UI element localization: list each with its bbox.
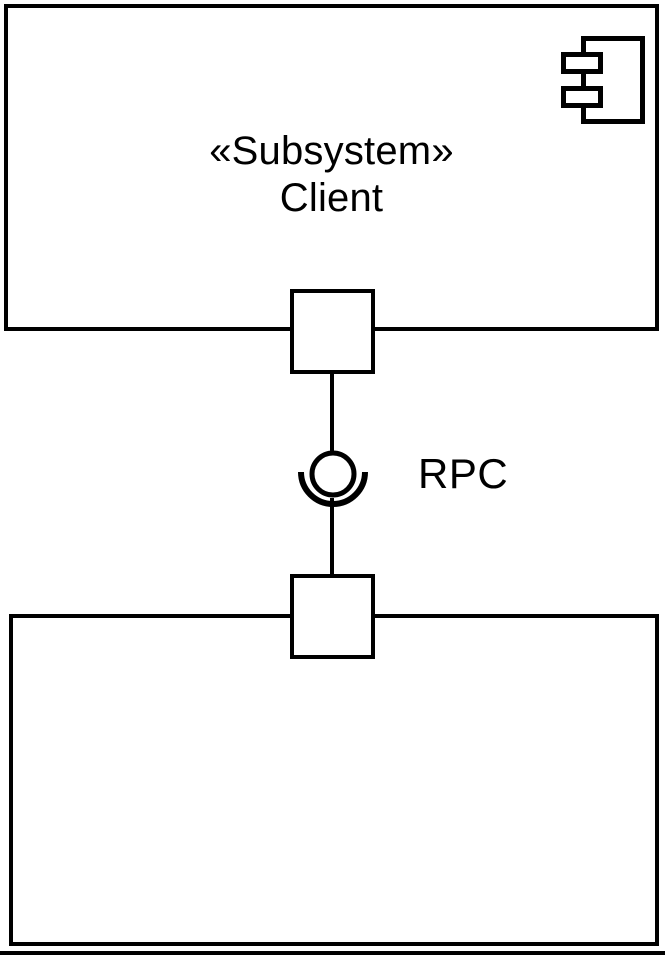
port-client[interactable] [290,289,375,374]
component-icon [561,36,645,124]
connector-line-upper [330,374,334,456]
client-name: Client [279,176,384,221]
connector-line-lower [330,498,334,575]
interface-name-label: RPC [418,450,509,497]
port-server[interactable] [290,574,375,659]
subsystem-server[interactable]: «Subsystem» Server [9,614,659,946]
page-frame-bottom-rule [0,951,665,955]
component-icon-body [581,36,645,124]
component-icon-tab-top [561,52,603,74]
component-icon-tab-bottom [561,86,603,108]
client-label-group: «Subsystem» Client [8,128,655,222]
client-stereotype: «Subsystem» [209,129,454,173]
subsystem-client[interactable]: «Subsystem» Client [4,4,659,331]
provided-interface-ball [309,450,357,498]
